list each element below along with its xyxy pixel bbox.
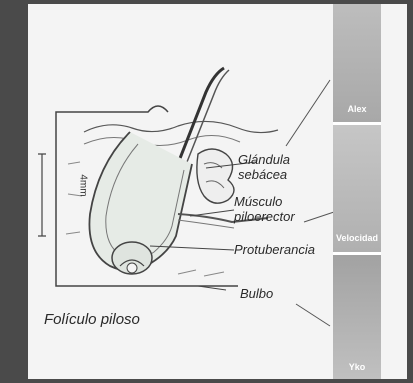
label-sebaceous-gland: Glándula sebácea: [238, 152, 290, 182]
label-arrector-line2: piloerector: [234, 209, 295, 224]
side-strip: Alex Velocidad Yko: [333, 4, 381, 379]
connector-top: [286, 80, 330, 146]
scale-label: 4mm: [78, 164, 89, 208]
label-hair-follicle: Folículo piloso: [44, 312, 140, 327]
strip-label-alex: Alex: [333, 104, 381, 114]
strip-label-velocidad: Velocidad: [333, 233, 381, 243]
epidermis-line: [84, 121, 278, 132]
strip-label-yko: Yko: [333, 362, 381, 372]
connector-bottom: [296, 304, 330, 326]
sebaceous-gland: [197, 149, 234, 203]
scale-marker: [38, 154, 46, 236]
strip-section-bottom: [333, 255, 381, 379]
label-arrector-line1: Músculo: [234, 194, 295, 209]
label-sebaceous-line1: Glándula: [238, 152, 290, 167]
label-bulge: Protuberancia: [234, 242, 315, 257]
label-arrector-muscle: Músculo piloerector: [234, 194, 295, 224]
pointer-muscle: [190, 210, 234, 216]
label-sebaceous-line2: sebácea: [238, 167, 290, 182]
label-bulb: Bulbo: [240, 286, 273, 301]
